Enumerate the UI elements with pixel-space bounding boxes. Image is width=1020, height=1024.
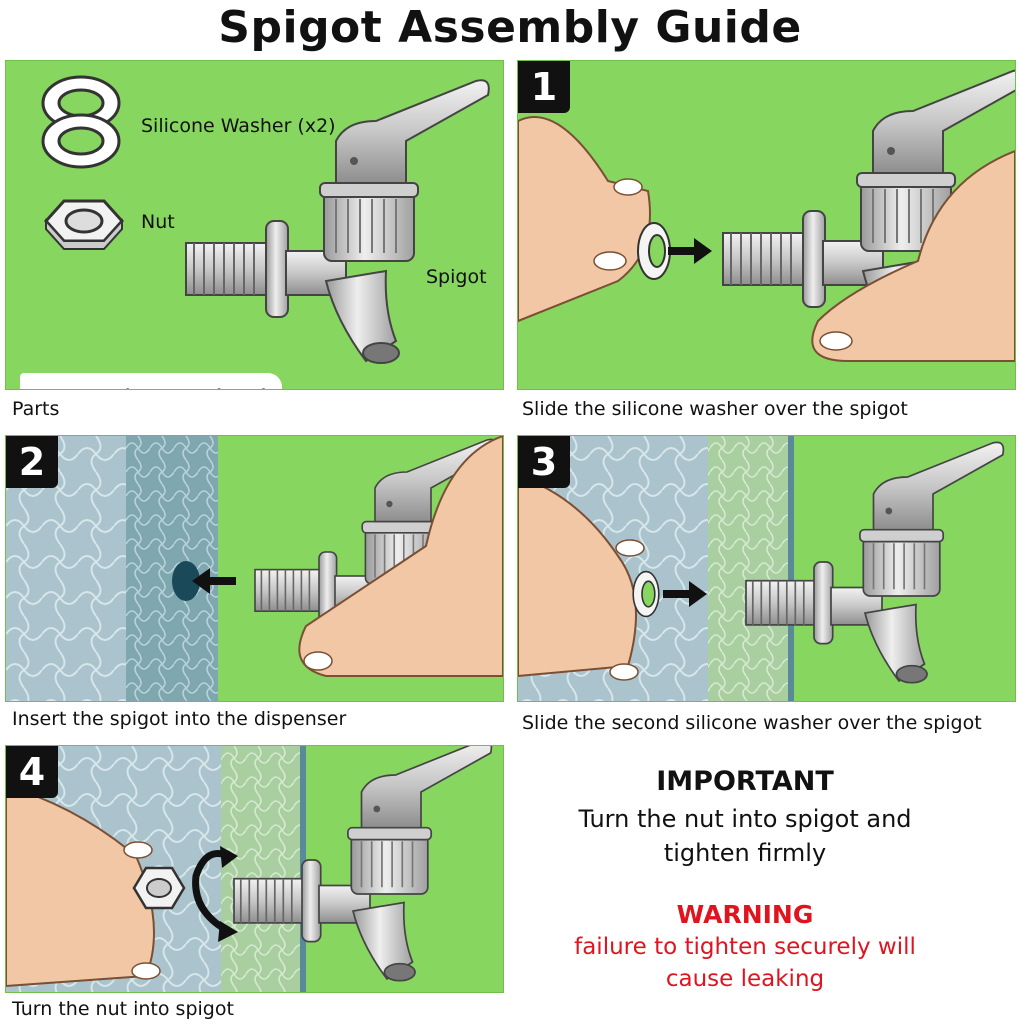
nut-icon <box>43 199 125 250</box>
dispenser-hole <box>172 561 200 601</box>
parts-caption: Parts <box>12 398 60 420</box>
step-3-caption: Slide the second silicone washer over th… <box>522 712 982 734</box>
dispenser-side <box>708 436 790 701</box>
step-3-badge: 3 <box>518 436 570 488</box>
step-2-badge: 2 <box>6 436 58 488</box>
parts-illustration <box>41 75 490 365</box>
dispenser-side <box>126 436 218 701</box>
right-hand-icon <box>811 149 1015 362</box>
dispenser-side <box>221 746 301 992</box>
hand-icon <box>518 474 645 681</box>
arrow-right-icon <box>668 238 712 264</box>
hand-icon <box>6 784 161 988</box>
step-3-illustration <box>518 436 1005 701</box>
step-4-caption: Turn the nut into spigot <box>12 998 234 1020</box>
important-heading: IMPORTANT <box>656 766 834 797</box>
step-1-panel: 1 <box>517 60 1016 390</box>
step-2-illustration <box>6 436 503 701</box>
warning-text: failure to tighten securely will cause l… <box>574 934 916 992</box>
step-1-illustration <box>518 69 1015 362</box>
important-text: Turn the nut into spigot and tighten fir… <box>578 805 912 867</box>
washer-label: Silicone Washer (x2) <box>141 115 336 137</box>
nut-label: Nut <box>141 211 175 233</box>
page-title: Spigot Assembly Guide <box>218 2 802 53</box>
step-4-badge: 4 <box>6 746 58 798</box>
step-1-caption: Slide the silicone washer over the spigo… <box>522 398 908 420</box>
step-4-illustration <box>6 746 493 992</box>
step-4-panel: 4 <box>5 745 504 993</box>
warning-heading: WARNING <box>676 900 814 929</box>
left-hand-icon <box>518 116 651 323</box>
step-2-panel: 2 <box>5 435 504 702</box>
step-2-caption: Insert the spigot into the dispenser <box>12 708 347 730</box>
washer-icon <box>637 222 671 280</box>
no-tools-banner: No tools required <box>20 373 282 389</box>
spigot-label: Spigot <box>426 266 487 288</box>
step-1-badge: 1 <box>518 61 570 113</box>
parts-panel: Silicone Washer (x2) Nut Spigot No tools… <box>5 60 504 390</box>
nut-icon <box>132 866 186 910</box>
step-3-panel: 3 <box>517 435 1016 702</box>
hand-icon <box>298 436 503 677</box>
washer-icon <box>632 570 660 618</box>
washer-icon <box>41 75 121 169</box>
rotate-arrows-icon <box>192 846 238 942</box>
